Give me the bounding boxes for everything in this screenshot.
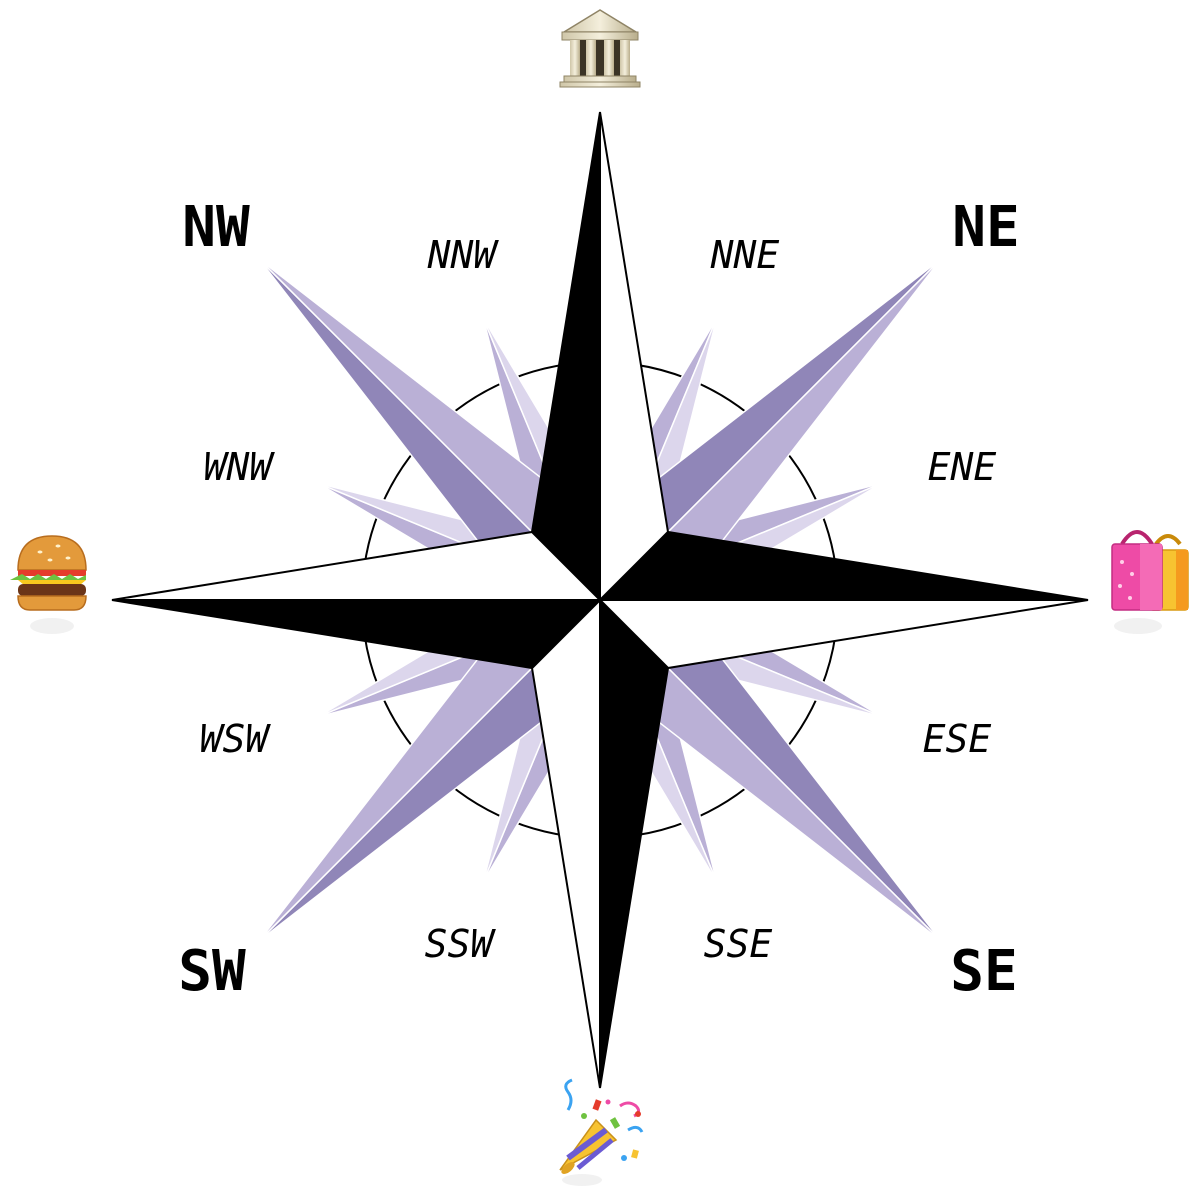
point-w (111, 530, 603, 670)
intercardinal-points (258, 258, 942, 942)
label-se: SE (950, 939, 1017, 1004)
label-sse: SSE (704, 922, 773, 966)
point-s (530, 597, 670, 1089)
point-n (530, 111, 670, 603)
label-ene: ENE (928, 445, 997, 489)
label-ne: NE (952, 195, 1019, 260)
shopping-bags-icon (1111, 530, 1189, 634)
label-sw: SW (178, 939, 246, 1004)
label-ese: ESE (923, 717, 992, 761)
label-wsw: WSW (200, 717, 272, 761)
label-ssw: SSW (425, 922, 497, 966)
label-nw: NW (182, 195, 250, 260)
label-wnw: WNW (204, 445, 276, 489)
point-e (597, 530, 1089, 670)
party-popper-icon (559, 1078, 644, 1186)
cardinal-points (111, 111, 1089, 1089)
hamburger-icon (10, 535, 87, 634)
label-nne: NNE (710, 233, 780, 277)
label-nnw: NNW (427, 233, 500, 277)
classical-building-icon (559, 9, 641, 88)
